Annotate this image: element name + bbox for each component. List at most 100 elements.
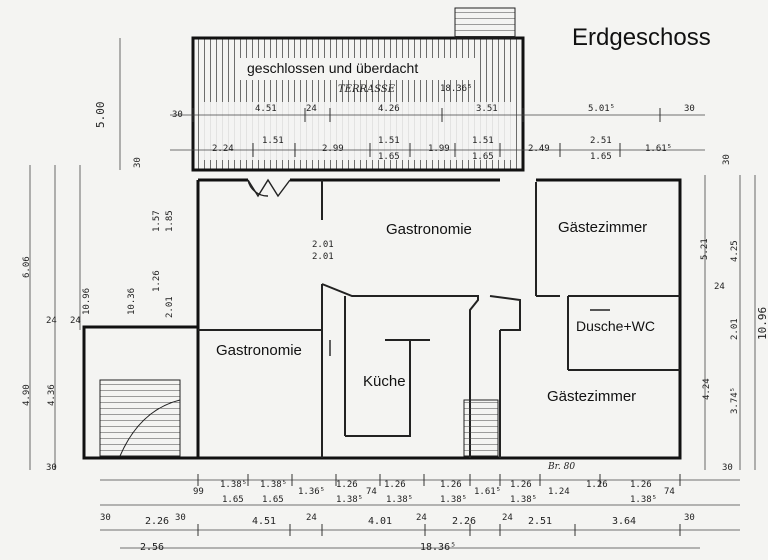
dim-top-row1: 30 (684, 104, 695, 114)
dim-left: 30 (133, 157, 143, 168)
dim-interior-brh: Br. 80 (548, 462, 576, 472)
dim-bottom-row1: 1.38⁵ (220, 480, 248, 490)
dim-bottom-row1: 1.26 (586, 480, 608, 490)
dim-top-row3: 2.99 (322, 144, 344, 154)
dim-left: 10.96 (82, 287, 92, 315)
dim-bottom-row2: 1.38⁵ (440, 495, 468, 505)
dim-right: 30 (722, 154, 732, 165)
dim-bottom-row1: 1.26 (630, 480, 652, 490)
dim-right: 30 (722, 463, 733, 473)
room-label-dusche-wc: Dusche+WC (576, 318, 655, 334)
dim-left: 1.57 (152, 210, 162, 232)
dim-bottom-row2: 1.65 (222, 495, 244, 505)
room-label-gastronomie-left: Gastronomie (216, 342, 302, 359)
room-label-gastronomie-main: Gastronomie (386, 221, 472, 238)
dim-bottom-row2: 1.65 (262, 495, 284, 505)
terrace-note: geschlossen und überdacht (247, 60, 419, 76)
dim-interior-opening-b: 2.01 (312, 252, 334, 262)
terrace-handwritten-label: TERRASSE (338, 84, 396, 95)
dim-top-row1: 5.01⁵ (588, 104, 616, 114)
dim-right: 2.01 (730, 318, 740, 340)
dim-bottom-row3: 4.01 (368, 516, 393, 527)
room-label-kueche: Küche (363, 373, 406, 390)
dim-left: 24 (70, 316, 81, 326)
dim-right: 4.25 (730, 240, 740, 262)
dim-left: 1.85 (165, 210, 175, 232)
dim-top-row3: 1.61⁵ (645, 144, 673, 154)
dim-top-row1: 24 (306, 104, 317, 114)
dim-bottom-row1: 1.26 (384, 480, 406, 490)
dim-bottom-row2: 1.38⁵ (630, 495, 658, 505)
dim-bottom-row3: 24 (306, 513, 317, 523)
floor-title: Erdgeschoss (572, 24, 711, 51)
dim-top-row3: 1.99 (428, 144, 450, 154)
dimension-lines (29, 38, 756, 549)
dim-bottom-row3: 30 (684, 513, 695, 523)
dim-top-row3: 2.49 (528, 144, 550, 154)
dim-bottom-row2: 1.38⁵ (336, 495, 364, 505)
dim-bottom-row1: 1.24 (548, 487, 570, 497)
dimension-ticks (192, 108, 681, 536)
dim-right: 5.21 (700, 238, 710, 260)
dim-bottom-row3: 2.51 (528, 516, 553, 527)
dim-bottom-row3: 2.26 (452, 516, 477, 527)
dim-right: 10.96 (756, 306, 768, 340)
dim-bottom-row1: 1.26 (440, 480, 462, 490)
dim-top-row3: 1.65 (472, 152, 494, 162)
dim-bottom-row2: 1.38⁵ (510, 495, 538, 505)
exterior-walls (82, 178, 682, 460)
dim-left: 10.36 (127, 287, 137, 315)
dim-bottom-row1: 1.61⁵ (474, 487, 502, 497)
dim-interior-opening-a: 2.01 (312, 240, 334, 250)
dim-bottom-row3: 3.64 (612, 516, 637, 527)
dim-bottom-row1: 1.26 (510, 480, 532, 490)
dim-top-row3: 2.24 (212, 144, 234, 154)
dim-top-row3: 1.65 (378, 152, 400, 162)
terrace-label-bg (240, 58, 478, 80)
dim-top-row1: 4.51 (255, 104, 277, 114)
dim-bottom-row2: 1.38⁵ (386, 495, 414, 505)
dim-bottom-row3: 24 (416, 513, 427, 523)
dim-terrace-length: 18.36⁵ (440, 84, 473, 94)
dim-bottom-row1: 99 (193, 487, 204, 497)
dim-top-row1: 4.26 (378, 104, 400, 114)
dim-bottom-row1: 1.36⁵ (298, 487, 326, 497)
dim-left: 2.01 (165, 296, 175, 318)
dim-top-row2: 2.51 (590, 136, 612, 146)
dim-top-left-30: 30 (172, 110, 183, 120)
dim-bottom-row3: 24 (502, 513, 513, 523)
dim-left: 4.90 (22, 384, 32, 406)
dim-bottom-row4: 18.36⁵ (420, 542, 457, 553)
dim-right: 24 (714, 282, 725, 292)
dim-top-row3: 1.65 (590, 152, 612, 162)
dim-top-row2: 1.51 (472, 136, 494, 146)
dim-bottom-row4: 2.56 (140, 542, 165, 553)
dim-right: 3.74⁵ (730, 386, 740, 414)
terrace-dim-bg (200, 102, 516, 160)
doors (247, 178, 610, 356)
dim-left: 30 (46, 463, 57, 473)
dim-bottom-row1: 74 (664, 487, 675, 497)
dim-left: 24 (46, 316, 57, 326)
dim-left: 4.36 (47, 384, 57, 406)
dim-bottom-row3: 2.26 (145, 516, 170, 527)
stairwells (99, 379, 499, 457)
dim-left: 6.06 (22, 256, 32, 278)
dim-top-row1: 3.51 (476, 104, 498, 114)
room-label-gaestezimmer-top: Gästezimmer (558, 219, 648, 236)
interior-walls (198, 180, 680, 458)
dim-terrace-depth: 5.00 (94, 101, 107, 129)
dim-top-row2: 1.51 (262, 136, 284, 146)
dim-bottom-row1: 1.26 (336, 480, 358, 490)
dim-bottom-row1: 74 (366, 487, 377, 497)
dim-bottom-row3: 30 (100, 513, 111, 523)
dim-bottom-row1: 1.38⁵ (260, 480, 288, 490)
room-label-gaestezimmer-bottom: Gästezimmer (547, 388, 637, 405)
terrace-stair (454, 7, 516, 39)
dim-bottom-row3: 30 (175, 513, 186, 523)
dim-left: 1.26 (152, 270, 162, 292)
dim-right: 4.24 (702, 378, 712, 400)
dim-top-row2: 1.51 (378, 136, 400, 146)
dim-bottom-row3: 4.51 (252, 516, 277, 527)
